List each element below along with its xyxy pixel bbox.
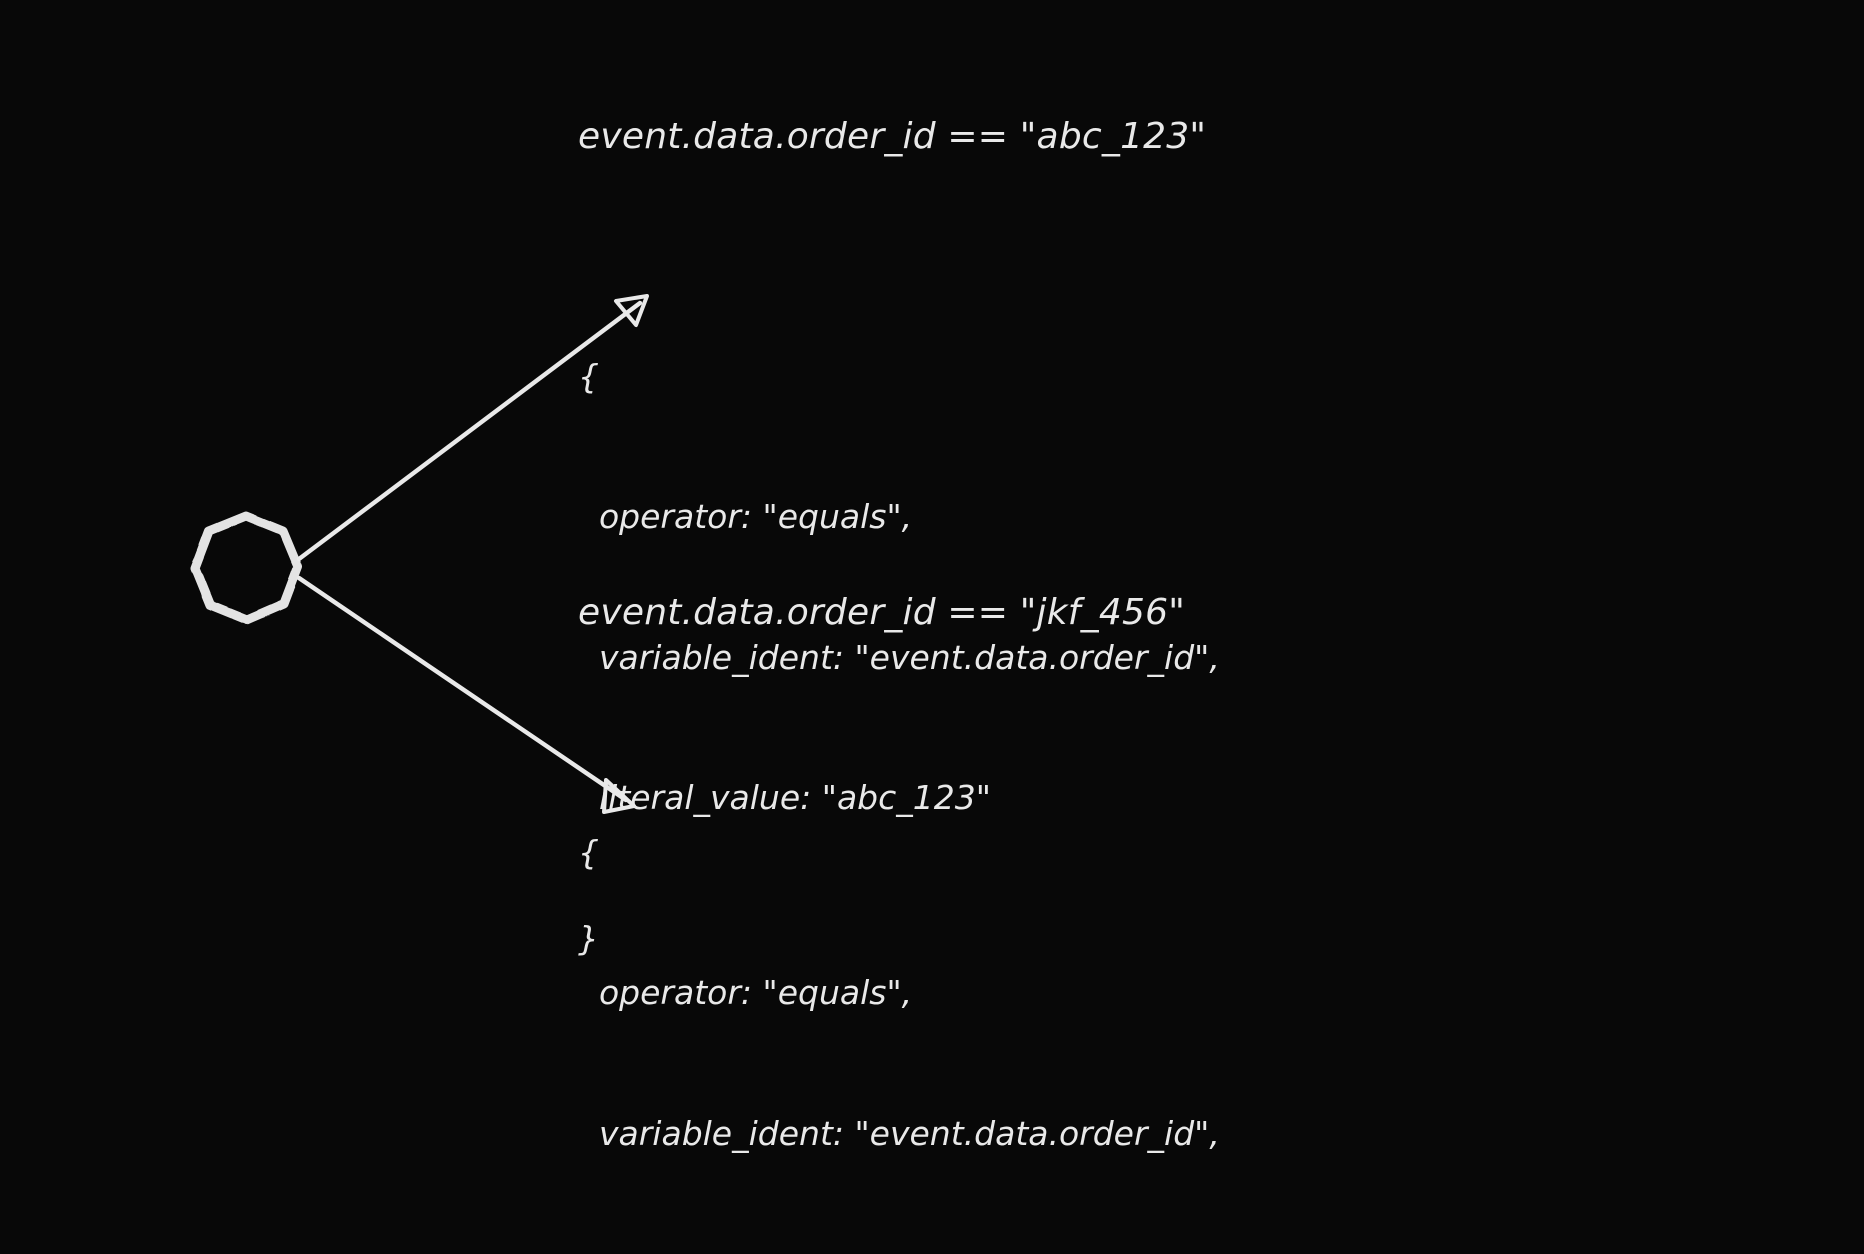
ast-line: { [578, 832, 599, 872]
ast-line: } [578, 919, 599, 959]
branch-1-condition-expression: event.data.order_id == "abc_123" [578, 116, 1207, 157]
ast-line: operator: "equals", [578, 973, 913, 1013]
root-node[interactable] [190, 511, 303, 625]
ast-line: { [578, 356, 599, 396]
branch-2-group: event.data.order_id == "jkf_456" { opera… [578, 552, 1220, 1254]
branch-1-group: event.data.order_id == "abc_123" { opera… [578, 76, 1220, 1095]
ast-line: variable_ident: "event.data.order_id", [578, 637, 1220, 677]
ast-line: literal_value: "abc_123" [578, 778, 991, 818]
branch-1-ast-block: { operator: "equals", variable_ident: "e… [578, 260, 1220, 1057]
ast-line: operator: "equals", [578, 497, 913, 537]
branch-2-ast-block: { operator: "equals", variable_ident: "e… [578, 736, 1220, 1254]
ast-line: variable_ident: "event.data.order_id", [578, 1113, 1220, 1153]
branch-2-condition-expression: event.data.order_id == "jkf_456" [578, 592, 1185, 633]
